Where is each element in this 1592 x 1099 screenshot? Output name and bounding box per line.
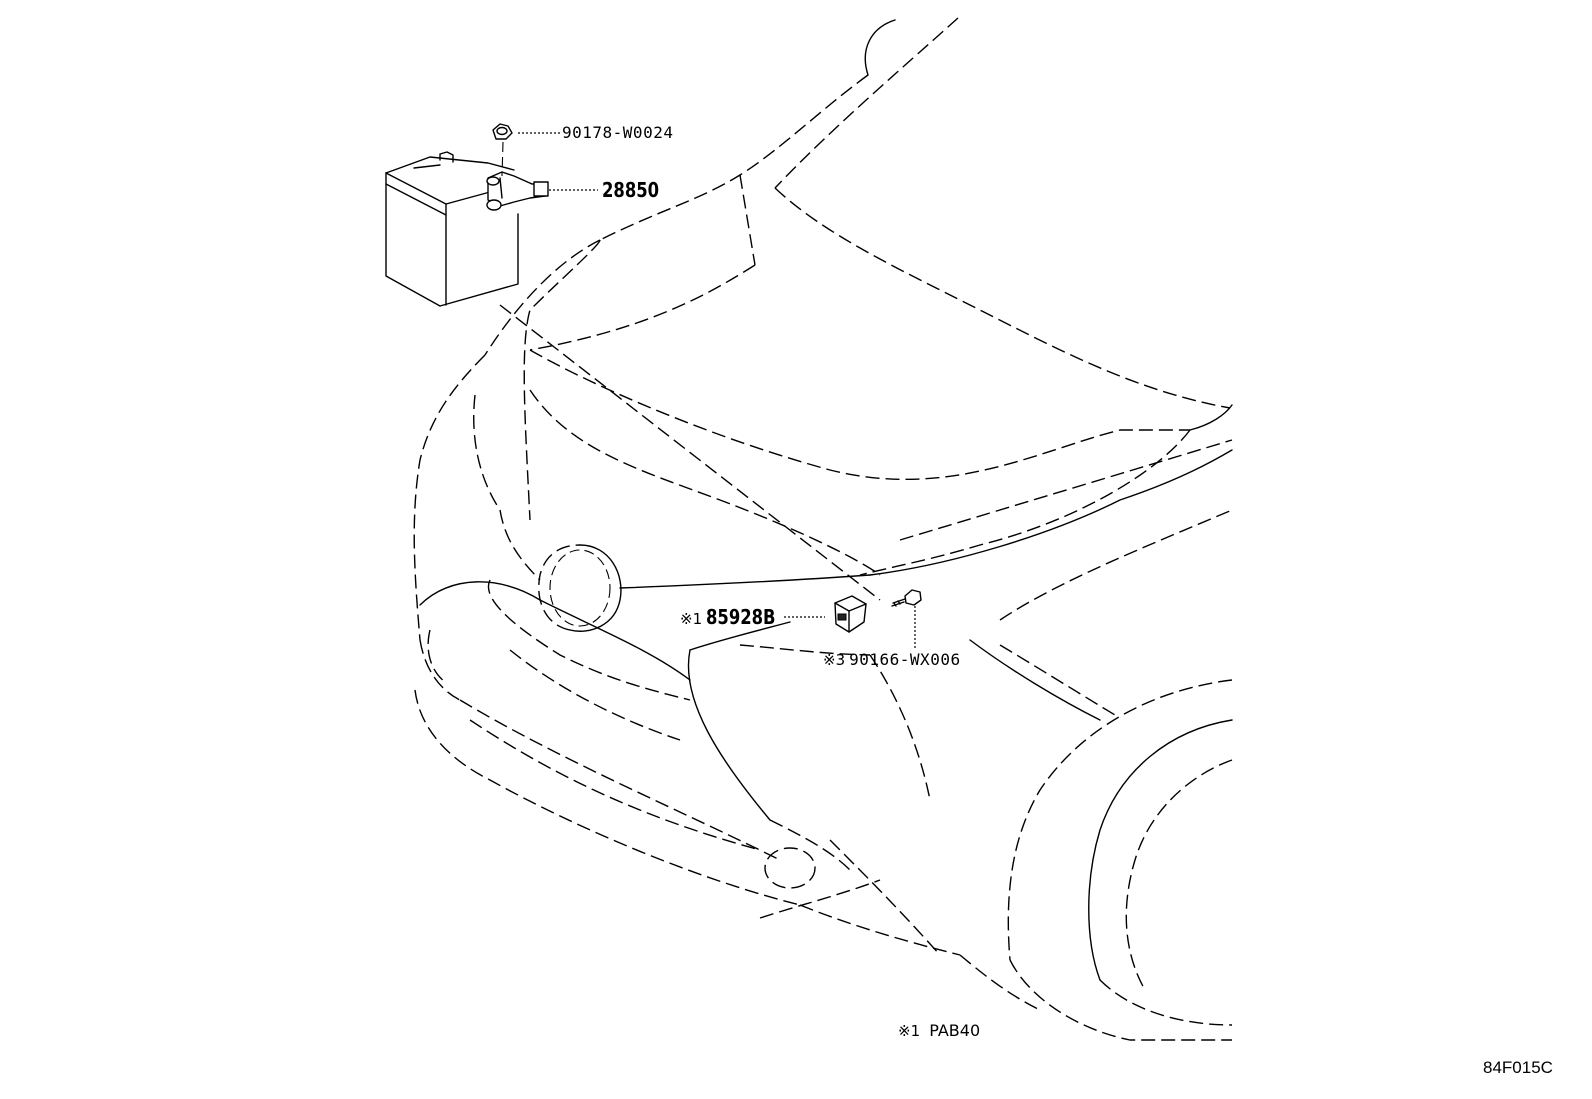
footnote: ※1 PAB40	[898, 1023, 980, 1039]
footnote-mark: ※1	[680, 610, 703, 628]
part-number-clip-text: 90178-W0024	[562, 123, 674, 142]
part-number-battery-sensor[interactable]: 28850	[602, 180, 659, 200]
front-sensor-part	[834, 595, 867, 633]
bolt-part	[891, 589, 922, 607]
footnote-mark: ※3	[823, 651, 846, 669]
car-body-outline	[413, 17, 1233, 1041]
battery-illustration	[385, 151, 519, 307]
battery-sensor-part	[486, 171, 549, 211]
clip-part	[492, 123, 513, 177]
footnote-text: PAB40	[929, 1021, 981, 1040]
part-number-bolt-text: 90166-WX006	[849, 650, 961, 669]
part-number-clip[interactable]: 90178-W0024	[562, 125, 673, 141]
illustration-code: 84F015C	[1483, 1059, 1553, 1076]
part-number-battery-sensor-text: 28850	[602, 178, 660, 202]
part-number-front-sensor-text: 85928B	[706, 605, 776, 629]
illustration-code-text: 84F015C	[1483, 1058, 1553, 1077]
footnote-mark: ※1	[898, 1022, 921, 1040]
